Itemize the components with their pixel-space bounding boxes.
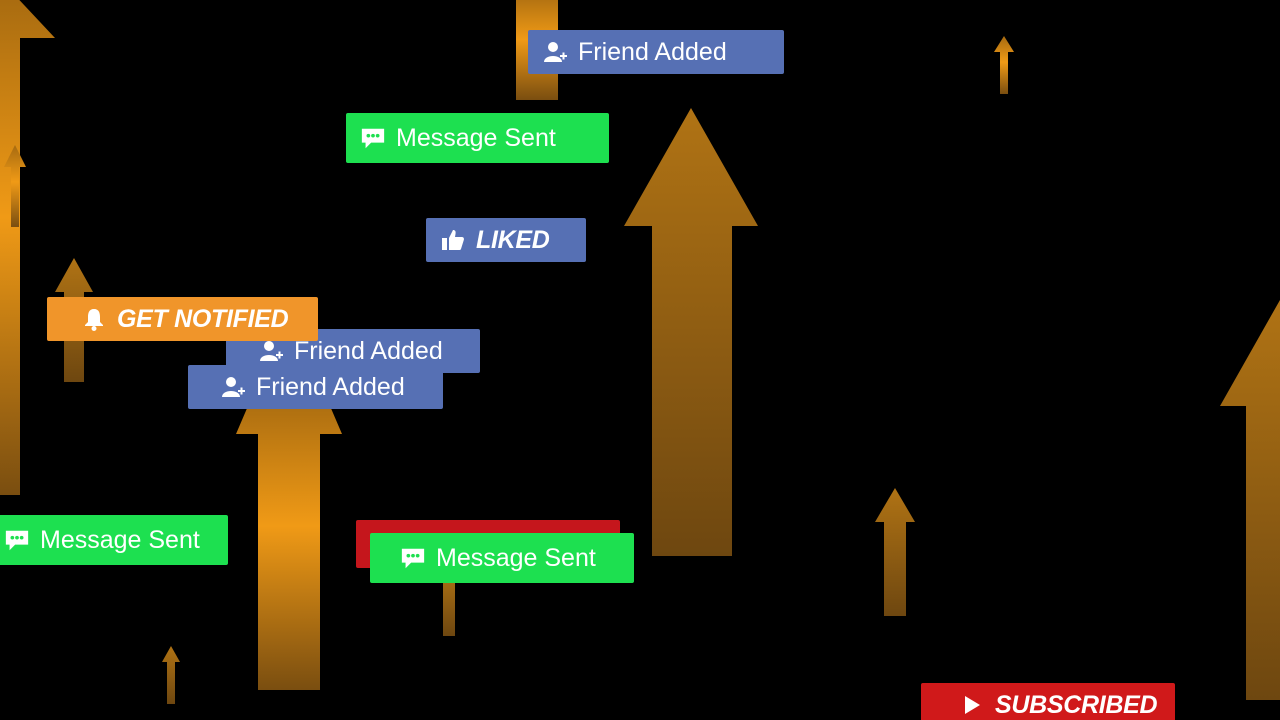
notification-label: LIKED [476,225,550,254]
message-sent-badge: Message Sent [0,515,228,565]
liked-badge: LIKED [426,218,586,262]
get-notified-badge: GET NOTIFIED [47,297,318,341]
notification-label: Message Sent [40,525,200,554]
notification-label: GET NOTIFIED [117,304,289,333]
message-sent-badge: Message Sent [346,113,609,163]
friend-added-badge: Friend Added [188,365,443,409]
notification-label: Friend Added [578,37,727,66]
arrow-up-icon [162,646,180,704]
play-icon [959,692,985,718]
user-plus-icon [542,39,568,65]
bell-icon [81,306,107,332]
user-plus-icon [220,374,246,400]
notification-label: Friend Added [256,372,405,401]
arrow-up-icon [236,392,342,690]
arrow-up-icon [1220,300,1280,700]
arrow-up-icon [994,36,1014,94]
chat-bubble-icon [400,545,426,571]
message-sent-badge: Message Sent [370,533,634,583]
arrow-up-icon [443,570,455,636]
chat-bubble-icon [360,125,386,151]
chat-bubble-icon [4,527,30,553]
thumbs-up-icon [440,227,466,253]
subscribed-badge: SUBSCRIBED [921,683,1175,720]
notification-label: SUBSCRIBED [995,690,1158,719]
arrow-up-icon [4,145,26,227]
arrow-up-icon [0,0,55,495]
notification-label: Message Sent [436,543,596,572]
friend-added-badge: Friend Added [528,30,784,74]
user-plus-icon [258,338,284,364]
notification-label: Message Sent [396,123,556,152]
notification-label: Friend Added [294,336,443,365]
arrow-up-icon [624,108,758,556]
arrow-up-icon [875,488,915,616]
